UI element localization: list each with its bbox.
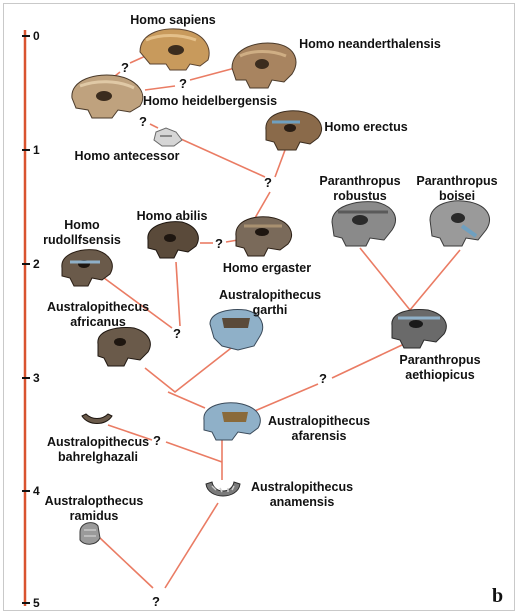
label-australopithecus-afarensis-line1: Australopithecus [268,414,370,428]
label-paranthropus-boisei-line1: Paranthropus [416,174,497,188]
connector-q2-neanderthalensis [190,68,235,80]
axis-tick-label-3: 3 [33,371,40,385]
axis-tick-label-4: 4 [33,484,40,498]
uncertain-mark: ? [173,326,181,341]
skull-homo-ergaster [236,217,292,256]
skull-homo-erectus [266,111,322,150]
label-paranthropus-aethiopicus-line2: aethiopicus [405,368,475,382]
connector-q-aethiopicus [332,345,402,378]
label-australopithecus-africanus-line1: Australopithecus [47,300,149,314]
connector-afarensis-junction [168,392,205,408]
axis-tick-label-2: 2 [33,257,40,271]
uncertain-mark: ? [215,236,223,251]
uncertain-mark: ? [139,114,147,129]
panel-label: b [492,585,503,607]
label-australopithecus-garhi-line1: Australopithecus [219,288,321,302]
connector-heidelbergensis-q2 [145,86,175,90]
label-paranthropus-robustus-line2: robustus [333,189,387,203]
skull-paranthropus-boisei [430,201,489,246]
skull-australopithecus-afarensis [204,403,260,440]
uncertain-mark: ? [319,371,327,386]
label-homo-antecessor: Homo antecessor [75,149,180,163]
skull-paranthropus-aethiopicus [392,310,446,348]
uncertain-mark: ? [153,433,161,448]
axis-tick-label-0: 0 [33,29,40,43]
skull-homo-habilis [148,222,198,258]
label-homo-neanderthalensis: Homo neanderthalensis [299,37,441,51]
label-ardipithecus-ramidus-line2: ramidus [70,509,119,523]
skull-australopithecus-anamensis [206,482,240,496]
skull-australopithecus-africanus [98,328,150,366]
label-homo-erectus: Homo erectus [324,120,407,134]
skull-homo-neanderthalensis [232,43,296,88]
uncertain-mark: ? [264,175,272,190]
skull-australopithecus-bahrelghazali [82,414,112,424]
label-homo-ergaster: Homo ergaster [223,261,311,275]
connector-habilis-q [176,262,180,326]
skull-homo-heidelbergensis [72,75,143,118]
axis-tick-label-1: 1 [33,143,40,157]
label-australopithecus-anamensis-line1: Australopithecus [251,480,353,494]
connector-aethiopicus-robustus-boisei [360,248,460,310]
connector-q-anamensis [166,442,222,462]
label-australopithecus-africanus-line2: africanus [70,315,126,329]
label-australopithecus-garhi-line2: garthi [253,303,288,317]
skull-homo-rudolfensis [62,250,112,286]
label-homo-rudolfensis-line1: Homo [64,218,100,232]
connector-root-anamensis [165,503,218,588]
axis-tick-label-5: 5 [33,596,40,610]
label-ardipithecus-ramidus-line1: Australopthecus [45,494,144,508]
label-australopithecus-afarensis-line2: afarensis [292,429,347,443]
uncertain-mark: ? [179,76,187,91]
connector-q-antecessor [172,135,265,177]
label-homo-sapiens: Homo sapiens [130,13,215,27]
connector-ramidus-root [100,538,153,588]
label-australopithecus-anamensis-line2: anamensis [270,495,335,509]
connector-antecessor-q [150,124,158,128]
label-homo-heidelbergensis: Homo heidelbergensis [143,94,277,108]
time-axis: 0 1 2 3 4 5 [22,29,40,610]
label-homo-rudolfensis-line2: rudollfsensis [43,233,121,247]
label-australopithecus-bahrelghazali-line1: Australopithecus [47,435,149,449]
skull-homo-sapiens [140,29,209,70]
connector-afarensis-q [250,384,318,413]
skull-paranthropus-robustus [332,202,395,246]
skull-homo-antecessor [154,128,182,146]
label-paranthropus-aethiopicus-line1: Paranthropus [399,353,480,367]
skull-ardipithecus-ramidus [80,523,100,545]
label-paranthropus-robustus-line1: Paranthropus [319,174,400,188]
uncertain-mark: ? [121,60,129,75]
uncertain-mark: ? [152,594,160,609]
label-homo-habilis: Homo abilis [137,209,208,223]
connector-ergaster-q [255,192,270,218]
label-australopithecus-bahrelghazali-line2: bahrelghazali [58,450,138,464]
connector-africanus-garhi [145,345,235,392]
label-paranthropus-boisei-line2: boisei [439,189,475,203]
